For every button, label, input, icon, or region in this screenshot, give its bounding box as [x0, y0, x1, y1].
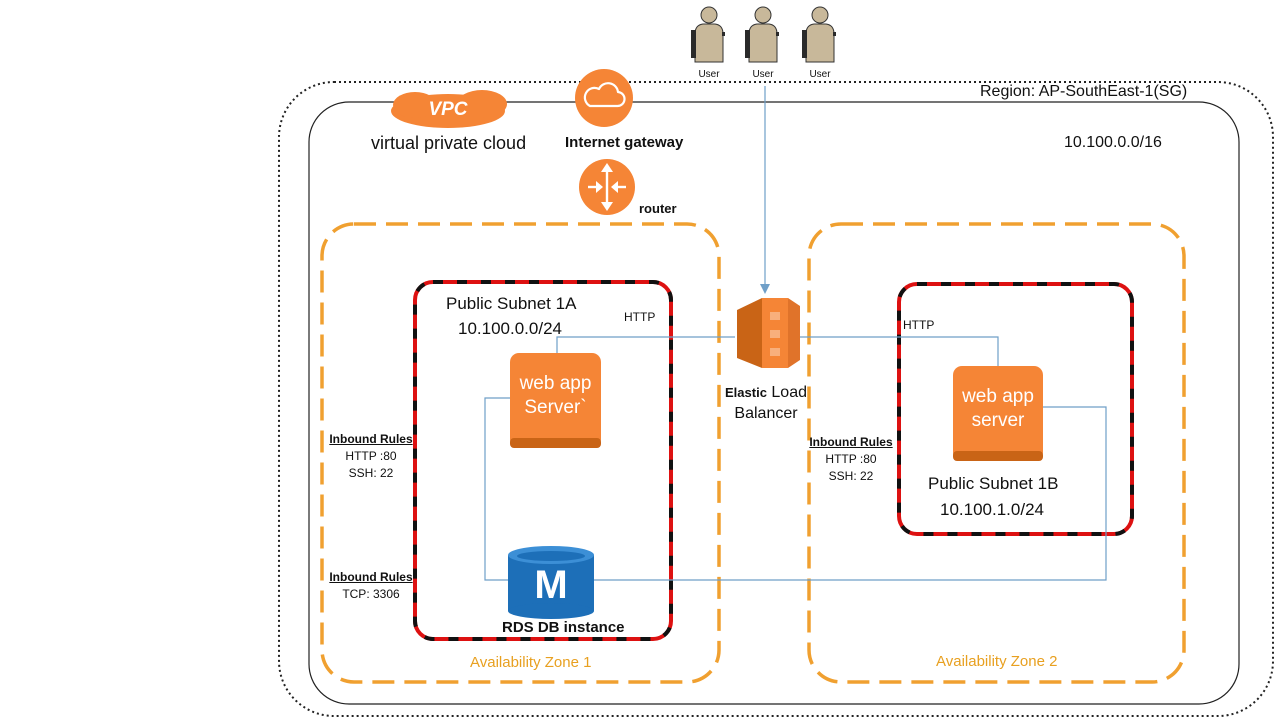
web-app-server-1b-box — [953, 366, 1043, 461]
user-label-2: User — [752, 69, 774, 80]
elb-label-line2: Balancer — [734, 405, 798, 422]
vpc-label: virtual private cloud — [371, 133, 527, 153]
web-app-server-1a-box — [510, 353, 601, 448]
router-icon — [579, 159, 635, 215]
subnet-1a-name: Public Subnet 1A — [446, 294, 577, 313]
elb-to-server1a-line — [556, 336, 735, 353]
inbound-rules-web-1a-line1: HTTP :80 — [345, 449, 397, 463]
public-subnet-1b-border — [897, 282, 1134, 536]
inbound-rules-web-1b-line2: SSH: 22 — [828, 469, 874, 483]
inbound-rules-web-1a-title: Inbound Rules — [329, 432, 413, 446]
internet-gateway-label: Internet gateway — [565, 134, 684, 151]
user-icon-3 — [802, 6, 836, 63]
elb-label-small: Elastic — [725, 385, 767, 400]
availability-zone-2 — [807, 222, 1186, 684]
zone-1-label: Availability Zone 1 — [470, 654, 592, 671]
web-app-server-1a-line1: web app — [519, 373, 592, 394]
connector-lines — [484, 86, 1107, 581]
region-boundary — [278, 81, 1274, 717]
server1a-to-rds-line — [484, 397, 510, 581]
inbound-rules-web-1a: Inbound Rules HTTP :80 SSH: 22 — [323, 431, 419, 482]
inbound-rules-web-1a-line2: SSH: 22 — [348, 466, 394, 480]
subnet-1a-cidr: 10.100.0.0/24 — [458, 319, 562, 338]
web-app-server-1b-line1: web app — [962, 386, 1034, 407]
user-label-3: User — [809, 69, 831, 80]
user-label-1: User — [698, 69, 720, 80]
elb-label: Elastic Load Balancer — [719, 382, 813, 424]
subnet-1b-cidr: 10.100.1.0/24 — [940, 500, 1044, 519]
elb-to-server1b-line — [800, 336, 999, 366]
vpc-cloud-icon — [391, 90, 507, 128]
vpc-badge-text: VPC — [428, 99, 468, 120]
web-app-server-1a-shadow — [510, 438, 601, 448]
inbound-rules-web-1b: Inbound Rules HTTP :80 SSH: 22 — [804, 434, 898, 485]
vpc-cidr: 10.100.0.0/16 — [1064, 134, 1162, 151]
web-app-server-1a-label: web app Server` — [510, 372, 601, 420]
inbound-rules-web-1b-line1: HTTP :80 — [825, 452, 877, 466]
rds-database-icon — [508, 546, 594, 619]
inbound-rules-db-line1: TCP: 3306 — [342, 587, 400, 601]
rds-label: RDS DB instance — [502, 619, 625, 636]
user-icon-1 — [691, 6, 725, 63]
inbound-rules-web-1b-title: Inbound Rules — [809, 435, 893, 449]
public-subnet-1a-border — [413, 280, 673, 641]
user-icon-2 — [745, 6, 779, 63]
vpc-boundary — [308, 101, 1240, 705]
subnet-1b-name: Public Subnet 1B — [928, 474, 1059, 493]
http-label-1b: HTTP — [903, 318, 935, 332]
web-app-server-1b-shadow — [953, 451, 1043, 461]
http-label-1a: HTTP — [624, 310, 656, 324]
availability-zone-1 — [320, 222, 721, 684]
zone-2-label: Availability Zone 2 — [936, 653, 1058, 670]
inbound-rules-db: Inbound Rules TCP: 3306 — [323, 569, 419, 603]
elastic-load-balancer-icon — [737, 298, 800, 368]
region-label: Region: AP-SouthEast-1(SG) — [980, 83, 1188, 100]
router-label: router — [639, 201, 677, 216]
web-app-server-1b-line2: server — [971, 410, 1025, 431]
elb-label-big: Load — [771, 384, 807, 401]
server1b-to-rds-line — [594, 406, 1107, 581]
rds-icon-letter: M — [534, 563, 568, 607]
web-app-server-1b-label: web app server — [953, 385, 1043, 433]
users-to-elb-arrowhead — [760, 284, 770, 294]
internet-gateway-icon — [575, 69, 633, 127]
web-app-server-1a-line2: Server` — [524, 397, 587, 418]
inbound-rules-db-title: Inbound Rules — [329, 570, 413, 584]
